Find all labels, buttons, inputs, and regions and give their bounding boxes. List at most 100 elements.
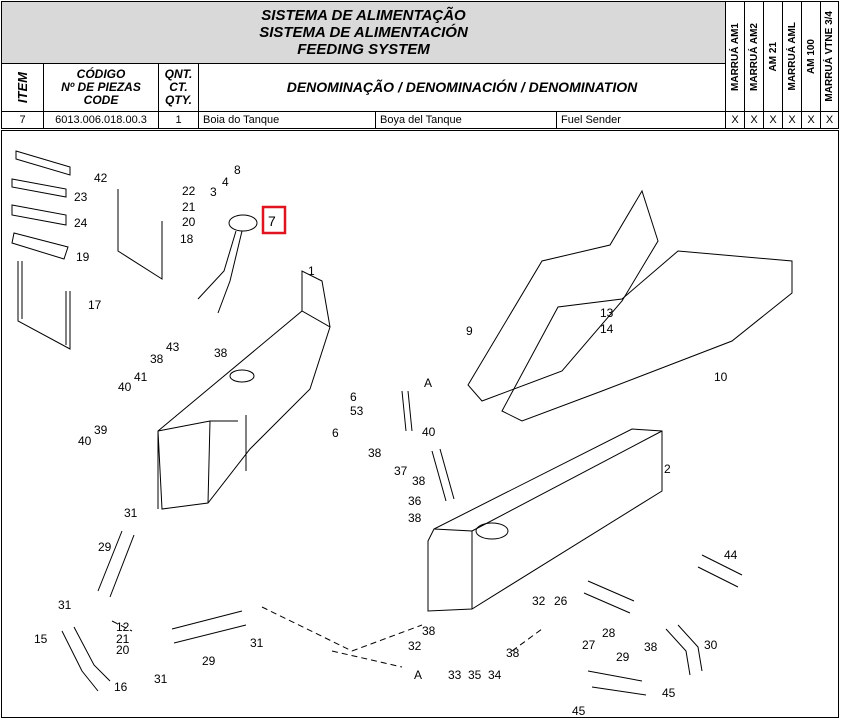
row-mark-2: X bbox=[744, 111, 764, 129]
callout-27: 27 bbox=[582, 638, 596, 652]
callout-45b: 45 bbox=[572, 704, 586, 717]
callout-45: 45 bbox=[662, 686, 676, 700]
callout-10: 10 bbox=[714, 370, 728, 384]
model-label-4: MARRUÁ AML bbox=[786, 22, 798, 91]
callout-14: 14 bbox=[600, 322, 614, 336]
model-label-1: MARRUÁ AM1 bbox=[729, 22, 741, 91]
callout-39: 39 bbox=[94, 423, 108, 437]
callout-38d: 38 bbox=[412, 474, 426, 488]
callout-36: 36 bbox=[408, 494, 422, 508]
callout-4: 4 bbox=[222, 175, 229, 189]
callout-9: 9 bbox=[466, 324, 473, 338]
model-col-2: MARRUÁ AM2 bbox=[744, 1, 764, 112]
row-name-pt: Boia do Tanque bbox=[198, 111, 376, 129]
callout-31: 31 bbox=[124, 506, 138, 520]
callout-20: 20 bbox=[182, 215, 196, 229]
row-item: 7 bbox=[1, 111, 44, 129]
callout-38c: 38 bbox=[368, 446, 382, 460]
row-name-en: Fuel Sender bbox=[556, 111, 726, 129]
callout-17: 17 bbox=[88, 298, 102, 312]
callout-53: 53 bbox=[350, 404, 364, 418]
callout-40: 40 bbox=[118, 380, 132, 394]
highlight-box bbox=[261, 205, 287, 235]
callout-29: 29 bbox=[98, 540, 112, 554]
callout-7: 7 bbox=[268, 213, 276, 229]
callout-38h: 38 bbox=[644, 640, 658, 654]
callout-31c: 31 bbox=[154, 672, 168, 686]
callout-A-top: A bbox=[424, 376, 432, 390]
callout-2: 2 bbox=[664, 462, 671, 476]
col-qty-header: QNT. CT. QTY. bbox=[158, 63, 199, 112]
diagram-svg: 42 23 24 19 17 22 21 20 18 8 4 3 7 1 43 … bbox=[11, 150, 793, 718]
callout-32b: 32 bbox=[532, 594, 546, 608]
callout-38b: 38 bbox=[214, 346, 228, 360]
callout-38f: 38 bbox=[422, 624, 436, 638]
callout-42: 42 bbox=[94, 171, 108, 185]
col-code-line3: CODE bbox=[83, 93, 119, 107]
title-en: FEEDING SYSTEM bbox=[297, 41, 430, 58]
model-col-6: MARRUÁ VTNE 3/4 bbox=[820, 1, 839, 112]
callout-44: 44 bbox=[724, 548, 738, 562]
callout-31d: 31 bbox=[250, 636, 264, 650]
title-pt: SISTEMA DE ALIMENTAÇÃO bbox=[261, 7, 466, 24]
callout-6b: 6 bbox=[332, 426, 339, 440]
callout-43: 43 bbox=[166, 340, 180, 354]
callout-34: 34 bbox=[488, 668, 502, 682]
callout-12: 12 bbox=[116, 620, 130, 634]
model-col-4: MARRUÁ AML bbox=[782, 1, 802, 112]
callout-38g: 38 bbox=[506, 646, 520, 660]
model-col-5: AM 100 bbox=[801, 1, 821, 112]
callout-15: 15 bbox=[34, 632, 48, 646]
callout-19: 19 bbox=[76, 250, 90, 264]
title-block: SISTEMA DE ALIMENTAÇÃO SISTEMA DE ALIMEN… bbox=[1, 1, 726, 64]
row-code: 6013.006.018.00.3 bbox=[43, 111, 159, 129]
callout-38e: 38 bbox=[408, 511, 422, 525]
model-col-1: MARRUÁ AM1 bbox=[725, 1, 745, 112]
callout-22: 22 bbox=[182, 184, 196, 198]
model-label-3: AM 21 bbox=[767, 41, 779, 72]
callout-24: 24 bbox=[74, 216, 88, 230]
callout-41: 41 bbox=[134, 370, 148, 384]
callout-30: 30 bbox=[704, 638, 718, 652]
exploded-diagram: 42 23 24 19 17 22 21 20 18 8 4 3 7 1 43 … bbox=[1, 130, 839, 718]
row-mark-4: X bbox=[782, 111, 802, 129]
callout-38: 38 bbox=[150, 352, 164, 366]
callout-32: 32 bbox=[408, 639, 422, 653]
title-es: SISTEMA DE ALIMENTACIÓN bbox=[259, 24, 468, 41]
callout-23: 23 bbox=[74, 190, 88, 204]
callout-29c: 29 bbox=[616, 650, 630, 664]
callout-35: 35 bbox=[468, 668, 482, 682]
callout-20b: 20 bbox=[116, 643, 130, 657]
callout-3: 3 bbox=[210, 185, 217, 199]
row-name-es: Boya del Tanque bbox=[375, 111, 557, 129]
row-qty: 1 bbox=[158, 111, 199, 129]
callout-1: 1 bbox=[308, 264, 315, 278]
callout-21: 21 bbox=[182, 200, 196, 214]
callout-40b: 40 bbox=[78, 434, 92, 448]
callout-31b: 31 bbox=[58, 598, 72, 612]
col-qty-line2: CT. bbox=[169, 80, 188, 94]
col-code-header: CÓDIGO Nº DE PIEZAS CODE bbox=[43, 63, 159, 112]
model-col-3: AM 21 bbox=[763, 1, 783, 112]
callout-29b: 29 bbox=[202, 654, 216, 668]
callout-33: 33 bbox=[448, 668, 462, 682]
model-label-5: AM 100 bbox=[805, 38, 817, 74]
row-mark-6: X bbox=[820, 111, 839, 129]
col-denom-header: DENOMINAÇÃO / DENOMINACIÓN / DENOMINATIO… bbox=[198, 63, 726, 112]
col-item-header: ITEM bbox=[1, 63, 44, 112]
callout-28: 28 bbox=[602, 626, 616, 640]
callout-6: 6 bbox=[350, 390, 357, 404]
callout-13: 13 bbox=[600, 306, 614, 320]
row-mark-5: X bbox=[801, 111, 821, 129]
callout-18: 18 bbox=[180, 232, 194, 246]
col-denom-label: DENOMINAÇÃO / DENOMINACIÓN / DENOMINATIO… bbox=[286, 79, 638, 95]
col-code-line1: CÓDIGO bbox=[76, 67, 126, 81]
col-qty-line1: QNT. bbox=[164, 67, 193, 81]
callout-A-bottom: A bbox=[414, 668, 422, 682]
model-label-6: MARRUÁ VTNE 3/4 bbox=[824, 11, 835, 102]
col-qty-line3: QTY. bbox=[165, 93, 192, 107]
callout-40c: 40 bbox=[422, 425, 436, 439]
callout-group: 42 23 24 19 17 22 21 20 18 8 4 3 7 1 43 … bbox=[34, 163, 738, 718]
callout-26: 26 bbox=[554, 594, 568, 608]
